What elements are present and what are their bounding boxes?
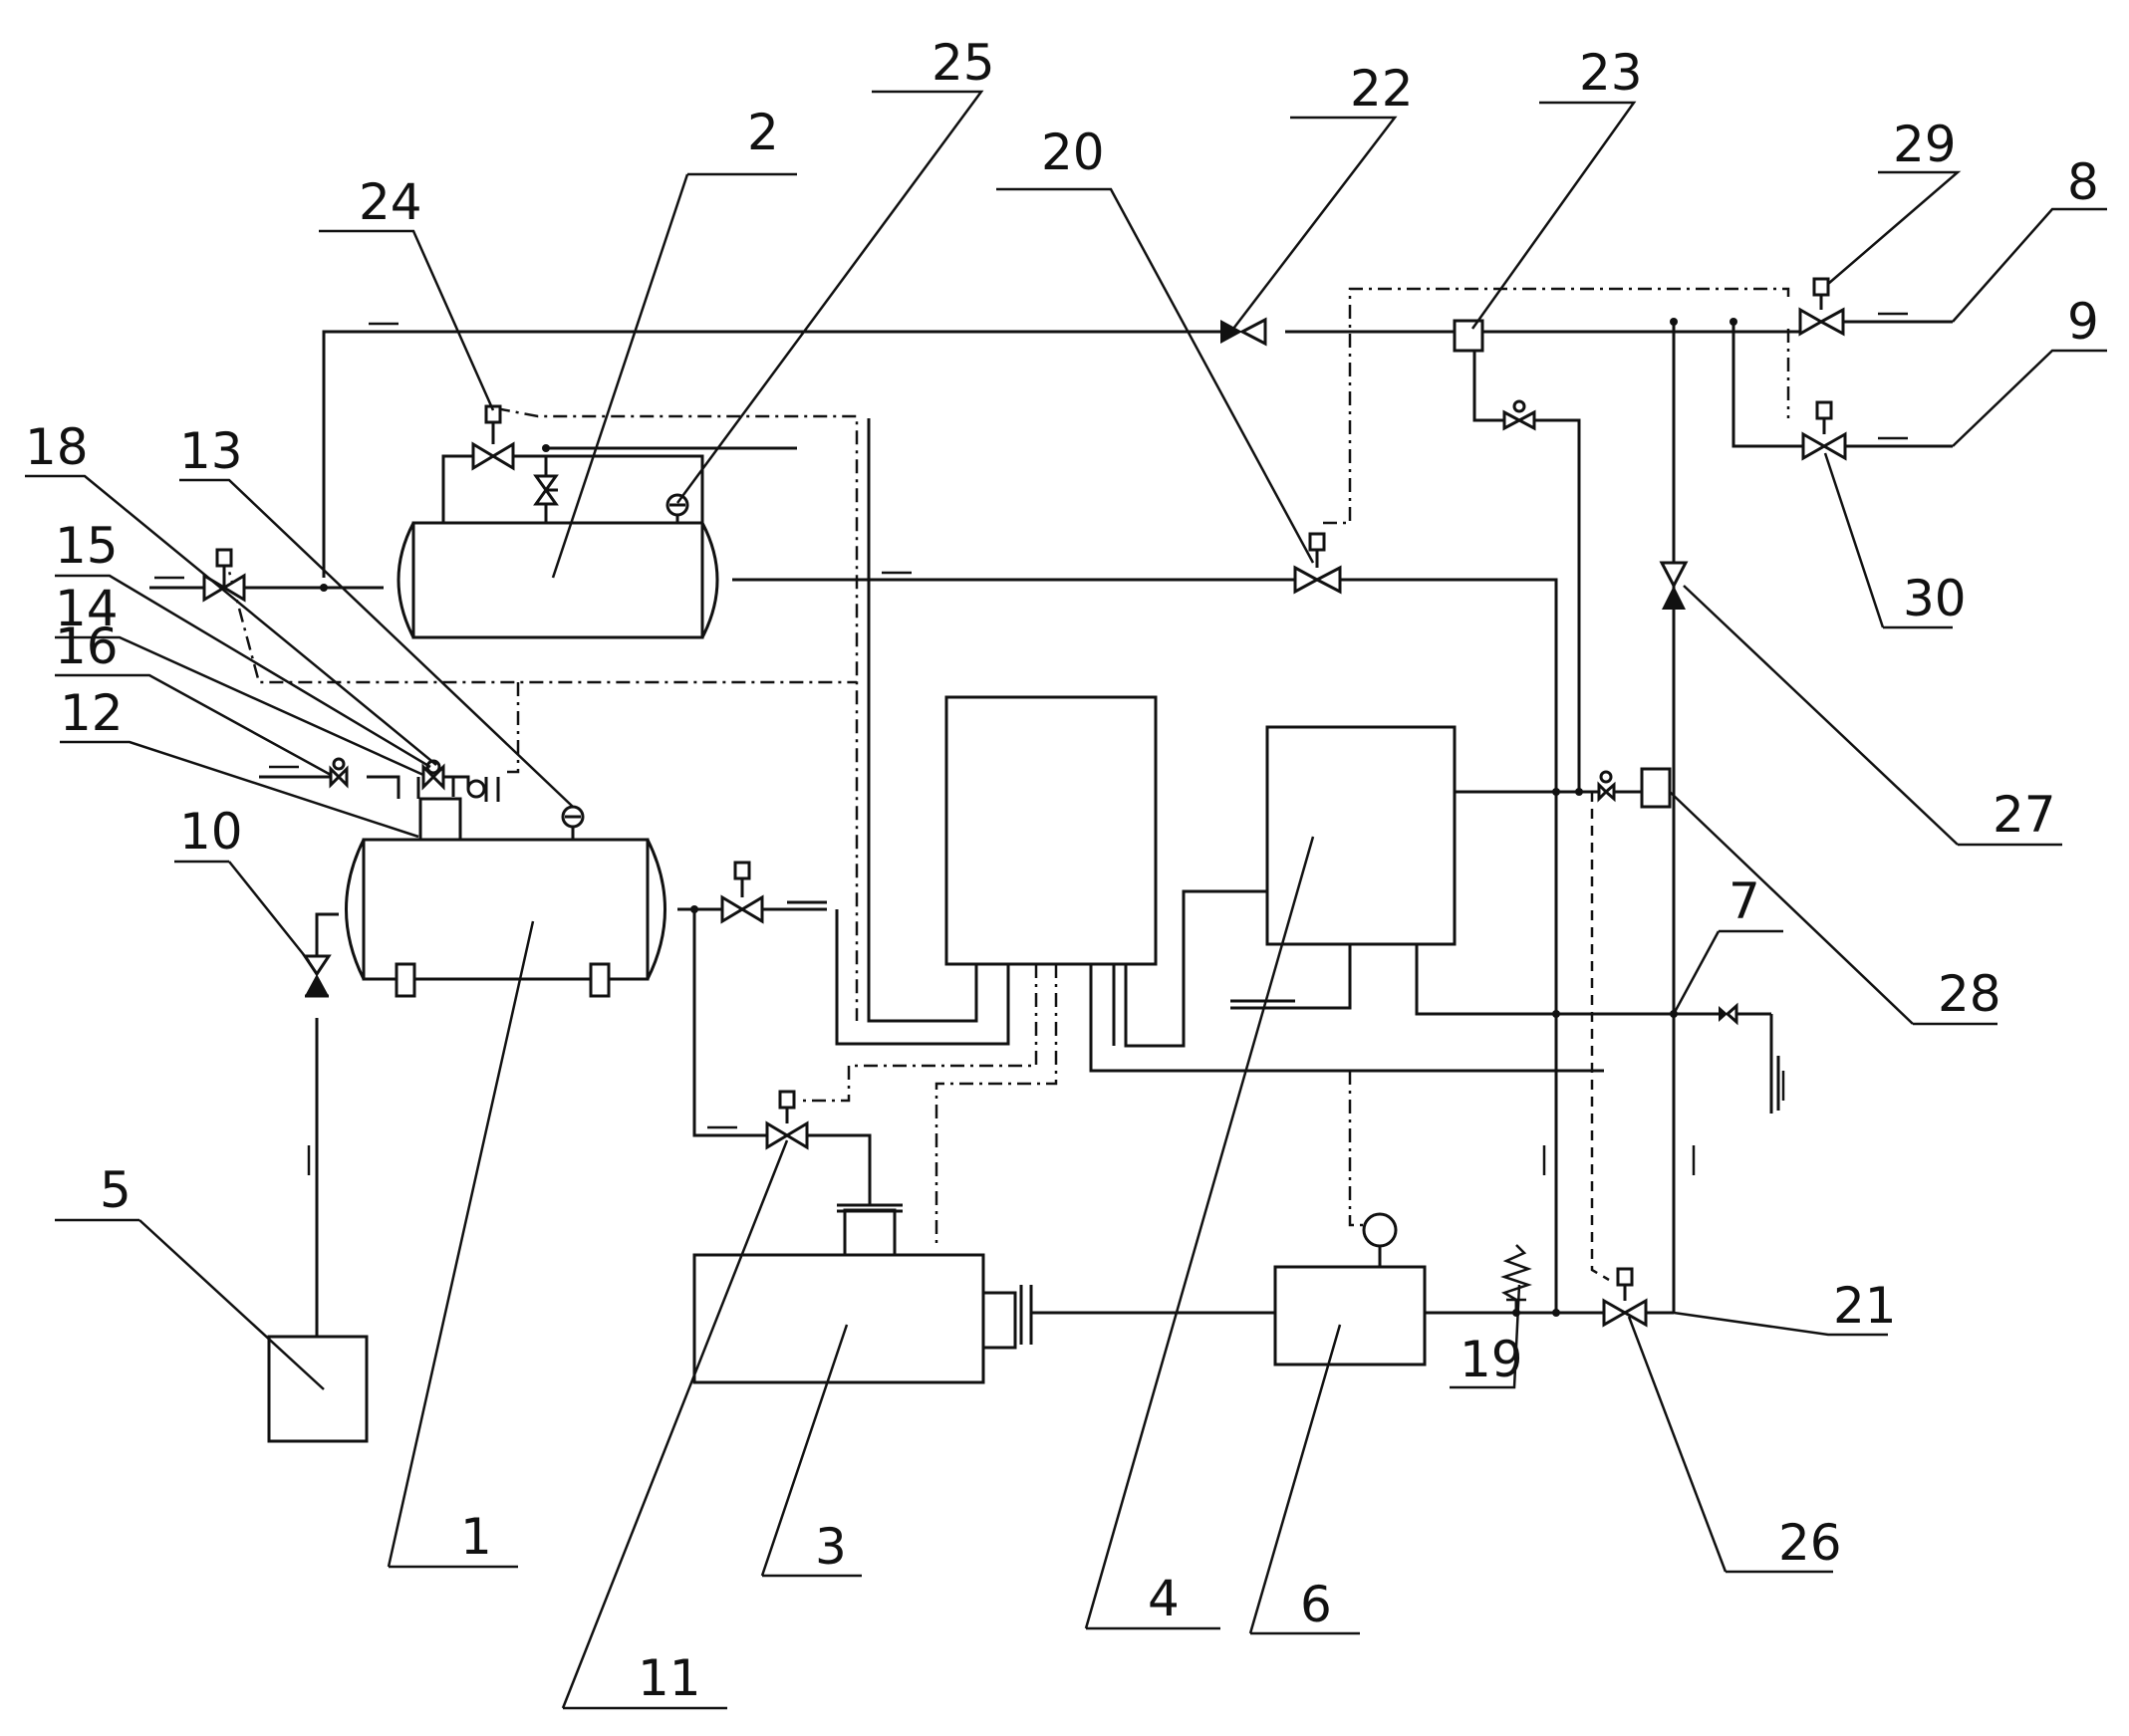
label-4: 4 [1148, 1570, 1180, 1627]
valve-16 [329, 757, 349, 789]
valve-24 [471, 404, 515, 471]
label-7: 7 [1729, 872, 1760, 930]
label-6: 6 [1300, 1576, 1332, 1633]
label-15: 15 [55, 517, 119, 575]
valve-26 [1602, 1267, 1648, 1328]
label-20: 20 [1041, 124, 1105, 181]
control-cabinet [944, 695, 1158, 966]
valve-10 [302, 954, 332, 998]
control-lines [222, 287, 1790, 1282]
leader-lines [25, 90, 2107, 1710]
label-14: 14 [55, 580, 119, 637]
label-8: 8 [2067, 153, 2099, 211]
safety-valve-13 [561, 805, 585, 829]
label-12: 12 [60, 684, 124, 742]
unit-4 [1265, 725, 1457, 946]
label-29: 29 [1893, 116, 1957, 173]
label-23: 23 [1579, 44, 1643, 102]
tank-2 [397, 521, 719, 639]
labels: 1 2 3 4 5 6 7 8 9 10 11 12 13 14 15 16 1… [25, 34, 2099, 1707]
label-18: 18 [25, 418, 89, 476]
valve-23-branch [1502, 399, 1536, 431]
valve-tank2-vent [533, 474, 559, 506]
label-16: 16 [55, 618, 119, 675]
pipes [149, 319, 1953, 1337]
label-5: 5 [100, 1161, 132, 1219]
valves [202, 277, 1847, 1328]
label-9: 9 [2067, 293, 2099, 351]
valve-22 [1220, 317, 1267, 347]
label-22: 22 [1350, 60, 1414, 118]
valve-tank1-outlet [720, 861, 764, 924]
unit-3 [692, 1203, 1033, 1384]
valve-29 [1798, 277, 1845, 337]
label-30: 30 [1903, 570, 1967, 627]
label-26: 26 [1778, 1514, 1842, 1572]
flow-markers [154, 312, 1908, 1175]
label-13: 13 [179, 422, 243, 480]
label-21: 21 [1833, 1277, 1897, 1335]
junction-dots [320, 318, 1737, 1317]
valve-11 [765, 1090, 809, 1150]
label-2: 2 [747, 104, 779, 161]
label-24: 24 [359, 173, 422, 231]
valve-27 [1659, 561, 1689, 610]
tank-1 [345, 797, 666, 998]
label-27: 27 [1993, 786, 2056, 844]
valve-28-branch [1597, 770, 1616, 803]
label-10: 10 [179, 803, 243, 861]
label-3: 3 [815, 1518, 847, 1576]
label-1: 1 [460, 1508, 492, 1566]
fittings-tank1-top [421, 759, 500, 802]
label-28: 28 [1938, 965, 2001, 1023]
safety-valve-25 [665, 493, 689, 517]
unit-6 [1273, 1212, 1427, 1366]
valve-30 [1801, 400, 1847, 461]
label-11: 11 [638, 1649, 701, 1707]
relief-19 [1500, 1244, 1532, 1302]
label-19: 19 [1460, 1331, 1523, 1388]
label-25: 25 [931, 34, 995, 92]
valve-7 [1719, 1002, 1738, 1026]
valve-20 [1293, 532, 1342, 595]
